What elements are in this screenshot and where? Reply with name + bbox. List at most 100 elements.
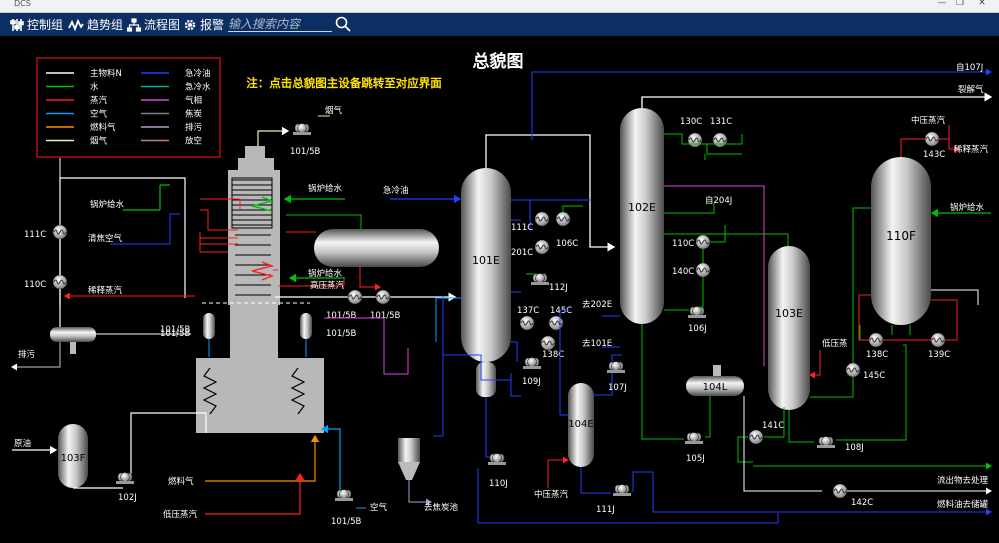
coke-separator[interactable] <box>398 438 420 462</box>
tag-101-5b-top: 101/5B <box>290 147 320 157</box>
stream-to-202e: 去202E <box>582 299 612 310</box>
legend-label: 排污 <box>185 122 203 133</box>
hierarchy-icon <box>127 17 141 32</box>
stream-dilute-steam-right: 稀释蒸汽 <box>954 144 989 155</box>
steam-drum[interactable] <box>314 229 439 267</box>
tag-107j: 107J <box>608 383 627 393</box>
trend-icon <box>68 18 84 31</box>
legend-label: 蒸汽 <box>90 95 108 106</box>
stream-fuel-gas: 燃料气 <box>168 476 194 487</box>
stream-clean-air: 清焦空气 <box>88 233 123 244</box>
tag-143c: 143C <box>923 150 945 160</box>
stream-smoke: 烟气 <box>325 105 343 116</box>
stream-fuel-oil: 燃料油去储罐 <box>937 499 989 510</box>
column-103e-label: 103E <box>775 307 803 320</box>
stream-hp-steam-right: 中压蒸汽 <box>911 115 946 126</box>
legend-label: 空气 <box>90 109 108 120</box>
page-title: 总貌图 <box>473 51 524 72</box>
legend-label: 燃料气 <box>90 122 116 133</box>
tag-101-5b-b: 101/5B <box>160 329 190 339</box>
legend-label: 急冷油 <box>185 68 211 79</box>
exchanger-104e[interactable] <box>568 383 594 467</box>
control-group-button[interactable]: 控制组 <box>10 16 63 33</box>
tag-111c-left: 111C <box>24 230 46 240</box>
stream-lp-steam-right: 低压蒸 <box>822 338 848 349</box>
tag-108j: 108J <box>845 443 864 453</box>
notice-text: 注：点击总貌图主设备跳转至对应界面 <box>246 76 442 90</box>
tag-145c-b: 145C <box>863 371 885 381</box>
column-102e-label: 102E <box>628 201 656 214</box>
column-101e-label: 101E <box>472 254 500 267</box>
tag-111c: 111C <box>511 223 533 233</box>
restore-icon[interactable]: ❐ <box>955 0 965 8</box>
stream-from-107j: 自107J <box>956 62 983 73</box>
stream-boiler-water-1: 锅炉给水 <box>90 199 125 210</box>
stream-dilute-steam-left: 稀释蒸汽 <box>88 285 123 296</box>
close-icon[interactable]: ✕ <box>978 0 986 8</box>
alarm-button[interactable]: 报警 <box>183 16 224 33</box>
legend-label: 烟气 <box>90 136 108 147</box>
tag-111j: 111J <box>596 505 615 515</box>
tag-101-5b-a: 101/5B <box>160 325 190 335</box>
tag-102j: 102J <box>118 493 137 503</box>
stream-from-204j: 自204J <box>705 195 732 206</box>
flow-chart-label: 流程图 <box>144 18 181 32</box>
tag-101-5b-d: 101/5B <box>326 311 356 321</box>
trend-group-button[interactable]: 趋势组 <box>68 16 123 33</box>
separator-drum[interactable] <box>50 327 96 342</box>
flow-chart-button[interactable]: 流程图 <box>127 16 180 33</box>
alarm-label: 报警 <box>200 18 225 32</box>
tank-104l[interactable] <box>686 376 744 396</box>
stream-crude: 原油 <box>14 438 31 449</box>
control-group-label: 控制组 <box>27 18 64 32</box>
stream-mp-steam: 中压蒸汽 <box>534 489 569 500</box>
tag-138c-a: 138C <box>542 350 564 360</box>
exchanger-104e-label: 104E <box>568 419 593 430</box>
stream-coke-pool: 去焦炭池 <box>424 502 459 513</box>
minimize-icon[interactable]: — <box>937 0 947 8</box>
stream-effluent: 流出物去处理 <box>937 475 989 486</box>
tank-110f-label: 110F <box>886 229 916 243</box>
tag-101-5b-c: 101/5B <box>326 329 356 339</box>
main-toolbar: 控制组 趋势组 流程图 报警 <box>0 13 999 36</box>
vessel-101-5b-left[interactable] <box>203 313 215 339</box>
legend-label: 气相 <box>185 95 202 106</box>
search-input[interactable] <box>228 16 332 32</box>
tag-139c: 139C <box>928 350 950 360</box>
column-101e[interactable] <box>461 168 511 362</box>
tag-112j: 112J <box>549 283 568 293</box>
tag-140c: 140C <box>672 267 694 277</box>
tag-142c: 142C <box>851 498 873 508</box>
tank-110f[interactable] <box>871 157 931 325</box>
trend-group-label: 趋势组 <box>87 18 124 32</box>
tag-110c: 110C <box>672 239 694 249</box>
column-103e[interactable] <box>768 246 810 410</box>
legend-label: 急冷水 <box>185 82 211 93</box>
tag-106c: 106C <box>556 239 578 249</box>
tag-110j: 110J <box>489 479 508 489</box>
window-title: DCS <box>14 0 31 8</box>
tag-145c-a: 145C <box>550 306 572 316</box>
tank-103f[interactable] <box>58 424 88 488</box>
stream-boiler-water-2: 锅炉给水 <box>308 183 343 194</box>
column-102e[interactable] <box>620 108 664 324</box>
tag-141c: 141C <box>762 421 784 431</box>
stream-drain: 排污 <box>18 349 36 360</box>
stream-hp-steam: 高压蒸汽 <box>310 280 345 291</box>
tag-101-5b-e: 101/5B <box>370 311 400 321</box>
tag-201c: 201C <box>511 248 533 258</box>
vessel-101-5b-right[interactable] <box>300 313 312 339</box>
stream-boiler-water-3: 锅炉给水 <box>308 268 343 279</box>
search-icon[interactable] <box>334 15 352 33</box>
tag-106j: 106J <box>688 324 707 334</box>
tag-110c-left: 110C <box>24 280 46 290</box>
tank-103f-label: 103F <box>61 453 86 464</box>
legend-label: 放空 <box>185 136 202 147</box>
stream-boiler-water-4: 锅炉给水 <box>950 202 985 213</box>
tag-101-5b-bottom: 101/5B <box>331 517 361 527</box>
cracking-furnace[interactable] <box>196 146 324 433</box>
stream-lp-steam-bottom: 低压蒸汽 <box>163 509 198 520</box>
gear-icon <box>184 19 196 30</box>
legend-box <box>36 57 221 158</box>
